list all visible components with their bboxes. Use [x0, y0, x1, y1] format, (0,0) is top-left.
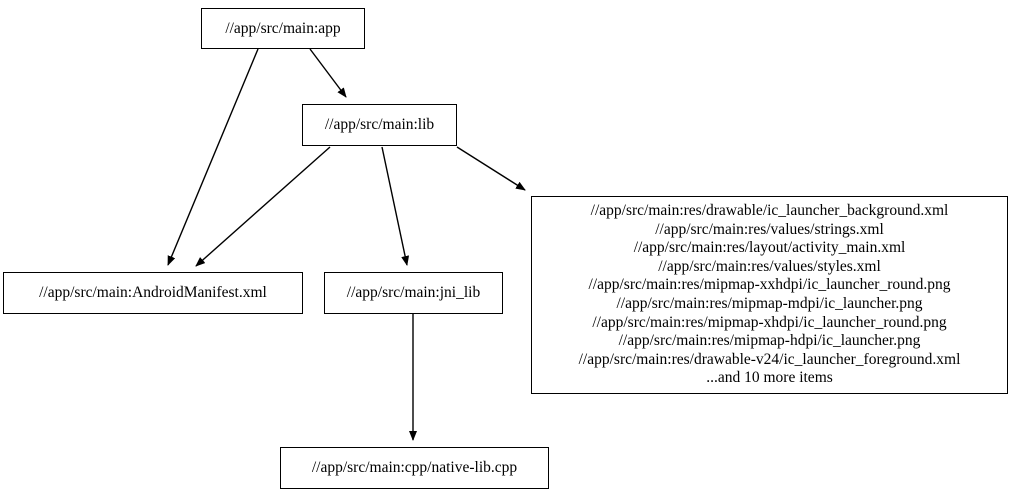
node-android-manifest[interactable]: //app/src/main:AndroidManifest.xml: [3, 272, 303, 314]
node-app-label: //app/src/main:app: [225, 19, 341, 37]
node-app[interactable]: //app/src/main:app: [201, 8, 365, 49]
node-resources-group-label: //app/src/main:res/drawable/ic_launcher_…: [578, 202, 961, 387]
node-lib-label: //app/src/main:lib: [324, 116, 435, 134]
edge-app-to-manifest: [167, 48, 259, 266]
edge-lib-to-manifest: [195, 146, 331, 267]
node-lib[interactable]: //app/src/main:lib: [302, 104, 457, 146]
edge-lib-to-jni-lib: [381, 146, 410, 266]
node-android-manifest-label: //app/src/main:AndroidManifest.xml: [39, 284, 267, 302]
edge-app-to-lib: [309, 48, 347, 98]
node-native-lib-cpp[interactable]: //app/src/main:cpp/native-lib.cpp: [280, 447, 549, 489]
node-native-lib-cpp-label: //app/src/main:cpp/native-lib.cpp: [311, 459, 518, 477]
node-jni-lib[interactable]: //app/src/main:jni_lib: [324, 272, 503, 314]
node-resources-group[interactable]: //app/src/main:res/drawable/ic_launcher_…: [531, 196, 1008, 394]
edge-lib-to-resources: [456, 146, 526, 191]
node-jni-lib-label: //app/src/main:jni_lib: [346, 284, 481, 302]
